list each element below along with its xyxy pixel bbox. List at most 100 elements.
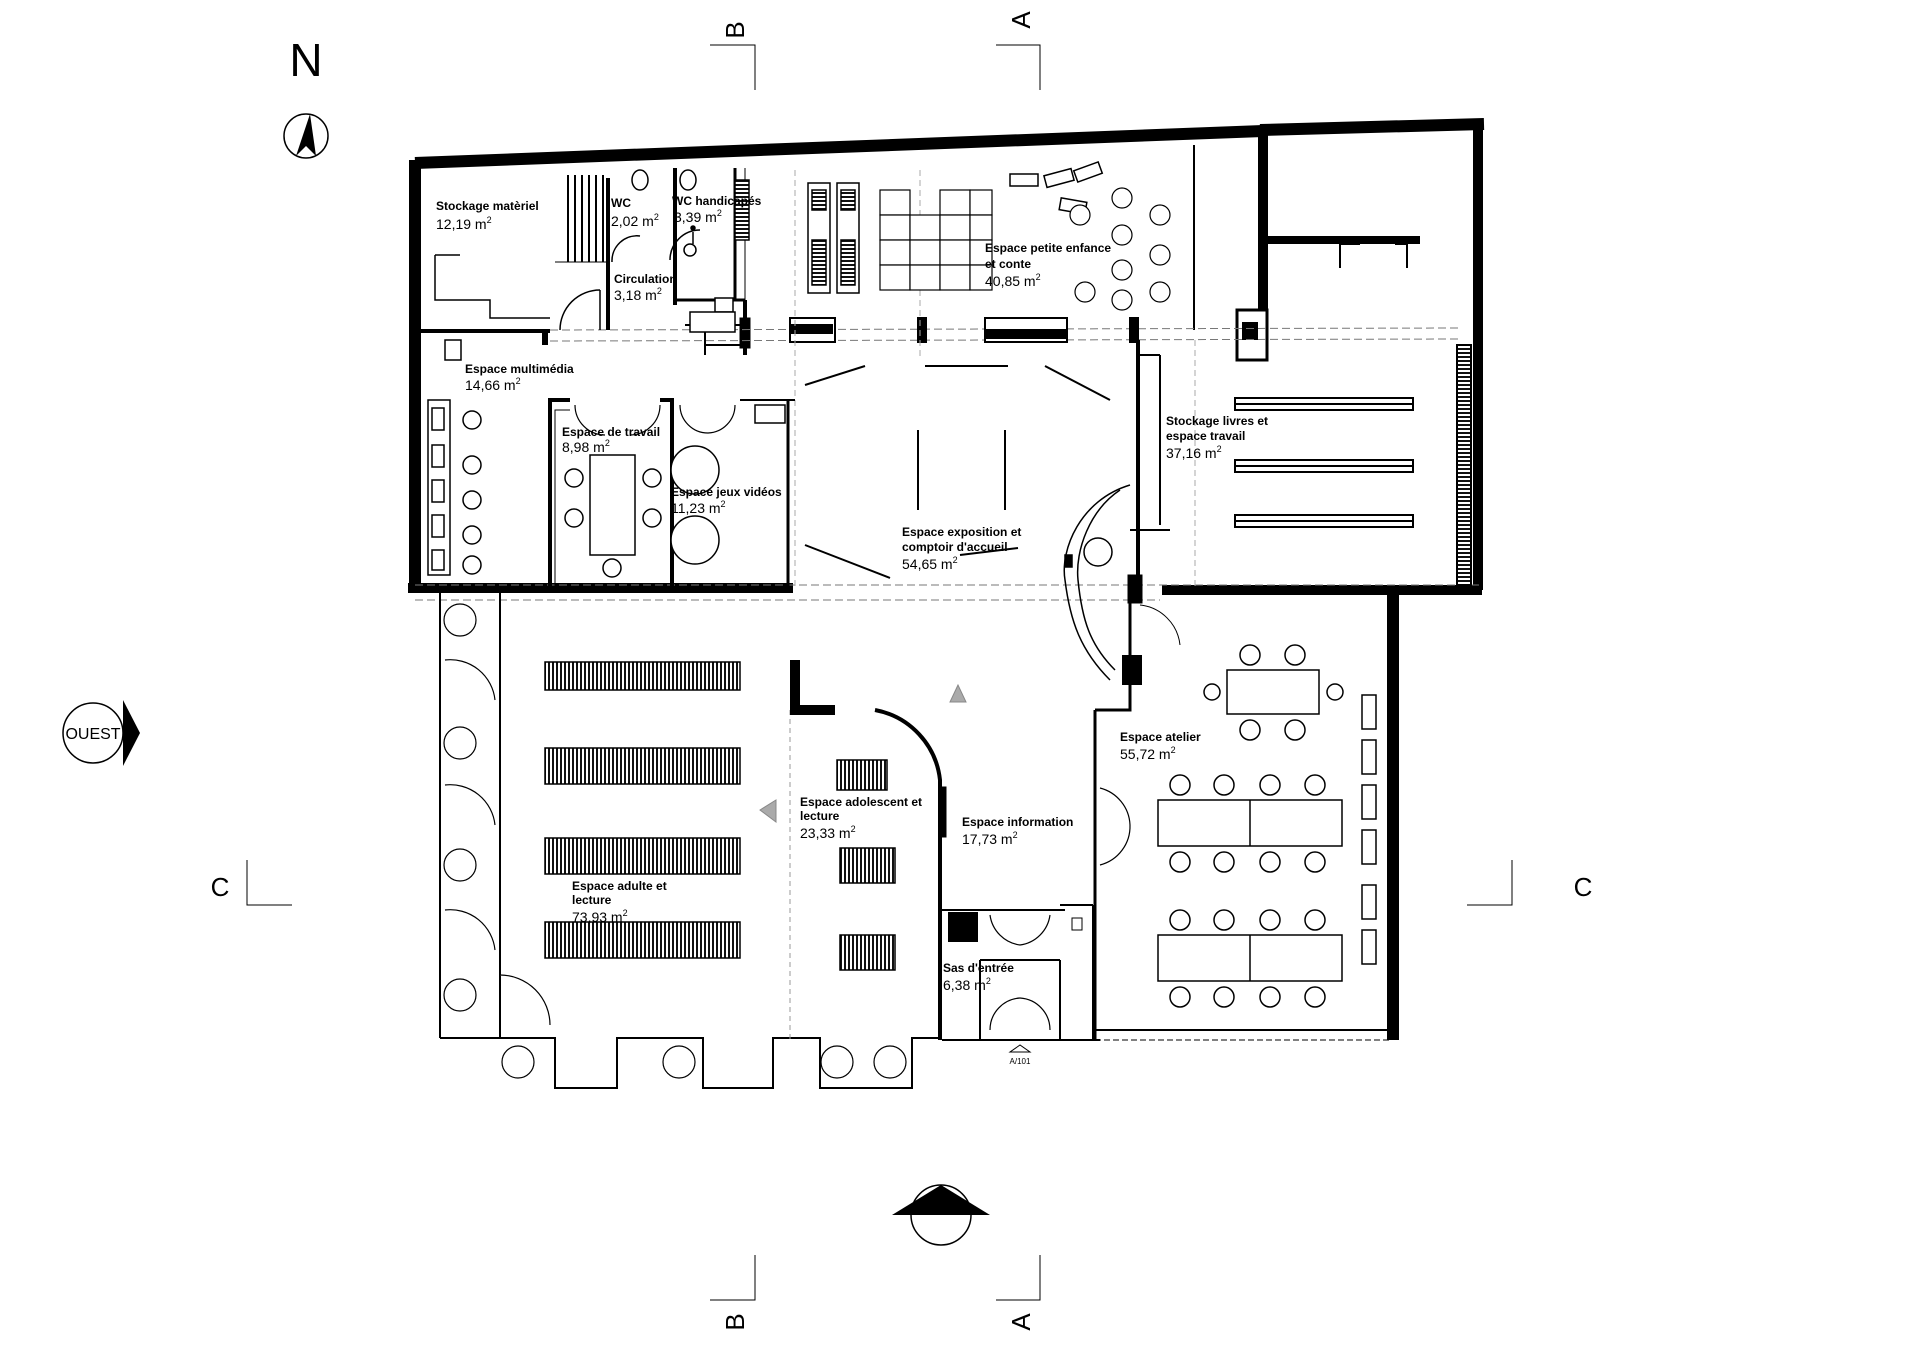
column <box>1122 655 1142 685</box>
work-room-doors <box>574 404 736 436</box>
svg-text:3,18 m2: 3,18 m2 <box>614 286 662 303</box>
svg-text:comptoir d'accueil: comptoir d'accueil <box>902 540 1008 554</box>
svg-text:6,38 m2: 6,38 m2 <box>943 976 991 993</box>
north-arrow-icon <box>283 113 329 159</box>
svg-text:Circulation: Circulation <box>614 272 677 286</box>
petite-enfance-toys <box>1009 160 1104 216</box>
petite-enfance-stools <box>1069 187 1171 311</box>
svg-text:23,33 m2: 23,33 m2 <box>800 824 856 841</box>
column <box>948 912 978 942</box>
west-orientation-icon <box>62 700 140 766</box>
section-marker-a-top <box>996 44 1041 90</box>
svg-text:Espace petite enfance: Espace petite enfance <box>985 241 1111 255</box>
section-marker-a-bottom <box>996 1255 1041 1301</box>
svg-text:WC handicapés: WC handicapés <box>672 194 762 208</box>
svg-text:12,19 m2: 12,19 m2 <box>436 215 492 232</box>
adulte-walls <box>439 592 942 1089</box>
svg-text:Sas d'entrée: Sas d'entrée <box>943 961 1014 975</box>
section-a-bottom-label: A <box>1006 1313 1036 1331</box>
section-marker-b-bottom <box>710 1255 756 1301</box>
room-atelier: Espace atelier 55,72 m2 <box>1120 730 1201 762</box>
section-c-left-label: C <box>211 872 230 902</box>
room-sas: Sas d'entrée 6,38 m2 <box>943 961 1014 993</box>
section-triangle-icon <box>759 799 777 823</box>
reception-desk <box>1063 484 1131 681</box>
information-fixtures <box>941 786 1083 1053</box>
room-name: Stockage matèriel <box>436 199 539 213</box>
south-label: SUD <box>924 1199 958 1216</box>
svg-text:Espace jeux vidéos: Espace jeux vidéos <box>671 485 782 499</box>
section-a-top-label: A <box>1006 11 1036 29</box>
adolescent-bookshelves <box>836 759 896 971</box>
storage-furniture <box>434 254 601 331</box>
svg-text:37,16 m2: 37,16 m2 <box>1166 444 1222 461</box>
north-label: N <box>289 34 322 86</box>
work-room-walls <box>548 398 795 590</box>
exposition-partitions <box>804 365 1111 579</box>
svg-text:Espace atelier: Espace atelier <box>1120 730 1201 744</box>
atelier-table-top <box>1203 644 1344 741</box>
room-jeux-videos: Espace jeux vidéos 11,23 m2 <box>671 485 782 516</box>
storage-shelves <box>1234 344 1472 586</box>
entrance-tag: A/101 <box>1010 1057 1031 1066</box>
section-marker-c-left <box>246 860 292 906</box>
room-circulation: Circulation 3,18 m2 <box>614 272 677 303</box>
svg-text:Espace de travail: Espace de travail <box>562 425 660 439</box>
svg-text:et conte: et conte <box>985 257 1031 271</box>
svg-text:Espace adulte et: Espace adulte et <box>572 879 667 893</box>
petite-enfance-cushions <box>879 189 993 291</box>
west-label: OUEST <box>65 726 120 743</box>
atelier-walls <box>1095 600 1390 1041</box>
room-travail: Espace de travail 8,98 m2 <box>562 425 660 455</box>
svg-text:54,65 m2: 54,65 m2 <box>902 555 958 572</box>
section-marker-c-right <box>1467 860 1513 906</box>
svg-text:Stockage livres et: Stockage livres et <box>1166 414 1268 428</box>
room-stockage-livres: Stockage livres et espace travail 37,16 … <box>1166 414 1268 461</box>
svg-text:14,66 m2: 14,66 m2 <box>465 376 521 393</box>
svg-text:lecture: lecture <box>800 809 840 823</box>
games-furniture <box>670 404 786 565</box>
svg-text:Stockage matèriel: Stockage matèriel <box>436 199 539 213</box>
svg-text:Espace multimédia: Espace multimédia <box>465 362 574 376</box>
atelier-storage <box>1361 694 1377 965</box>
room-petite-enfance: Espace petite enfance et conte 40,85 m2 <box>985 241 1111 289</box>
svg-text:55,72 m2: 55,72 m2 <box>1120 745 1176 762</box>
exterior-walls <box>408 118 1485 1040</box>
svg-text:2,02 m2: 2,02 m2 <box>611 212 659 229</box>
svg-text:Espace adolescent et: Espace adolescent et <box>800 795 922 809</box>
svg-text:17,73 m2: 17,73 m2 <box>962 830 1018 847</box>
svg-text:WC: WC <box>611 196 631 210</box>
section-c-right-label: C <box>1574 872 1593 902</box>
room-stockage-materiel: Stockage matèriel 12,19 m2 <box>436 199 539 232</box>
room-adulte: Espace adulte et lecture 73,93 m2 <box>572 879 667 925</box>
section-triangle-icon <box>949 683 967 703</box>
room-adolescent: Espace adolescent et lecture 23,33 m2 <box>800 795 922 841</box>
svg-text:3,39 m2: 3,39 m2 <box>674 208 722 225</box>
adulte-bookshelves <box>544 661 741 959</box>
column <box>1242 322 1258 340</box>
section-b-bottom-label: B <box>720 1313 750 1330</box>
svg-text:8,98 m2: 8,98 m2 <box>562 438 610 455</box>
multimedia-furniture <box>427 339 482 576</box>
atelier-table-middle <box>1157 774 1343 873</box>
sas-doors <box>989 787 1131 1031</box>
work-table <box>564 454 662 578</box>
storage-partition <box>1127 340 1170 604</box>
room-exposition: Espace exposition et comptoir d'accueil … <box>902 525 1021 572</box>
window-bays <box>443 603 907 1079</box>
south-orientation-icon <box>892 1184 990 1246</box>
room-multimedia: Espace multimédia 14,66 m2 <box>465 362 574 393</box>
accessibility-icon <box>683 225 697 257</box>
svg-text:11,23 m2: 11,23 m2 <box>671 499 726 516</box>
svg-text:Espace exposition et: Espace exposition et <box>902 525 1021 539</box>
room-wc-handicapes: WC handicapés 3,39 m2 <box>672 194 762 225</box>
svg-text:lecture: lecture <box>572 893 612 907</box>
svg-text:Espace information: Espace information <box>962 815 1073 829</box>
staircase <box>555 175 608 263</box>
room-wc: WC 2,02 m2 <box>611 196 659 229</box>
section-marker-b-top <box>710 44 756 90</box>
room-information: Espace information 17,73 m2 <box>962 815 1073 847</box>
petite-enfance-shelves <box>734 179 860 294</box>
svg-text:40,85 m2: 40,85 m2 <box>985 272 1041 289</box>
